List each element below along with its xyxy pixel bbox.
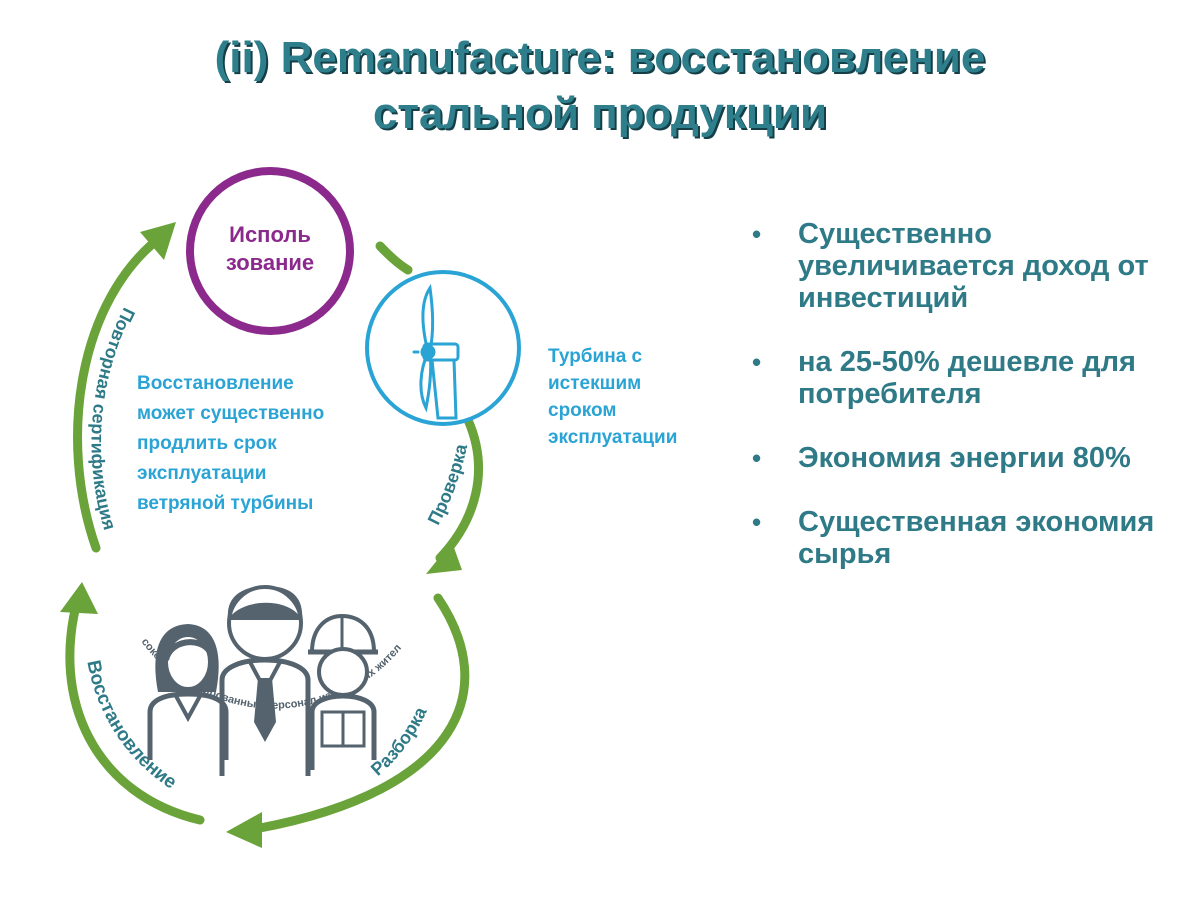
turbine-label-4: эксплуатации [548, 427, 677, 448]
center-text-1: Восстановление [137, 373, 294, 394]
wind-turbine-icon [412, 283, 460, 420]
benefit-text: Существенная экономия сырья [798, 506, 1155, 570]
benefit-text: на 25-50% дешевле для потребителя [798, 346, 1136, 410]
arrow-disassembly [255, 593, 470, 833]
arrow-restoration [65, 593, 205, 825]
center-text-5: ветряной турбины [137, 493, 313, 514]
people-icon-group [147, 585, 378, 776]
center-text: Восстановление может существенно продлит… [137, 373, 324, 514]
bullet-dot-icon: • [752, 347, 762, 377]
use-label-1: Исполь [229, 222, 311, 247]
bullet-dot-icon: • [752, 507, 762, 537]
benefit-item: • на 25-50% дешевле для потребителя [752, 346, 1192, 410]
benefit-text: Существенно увеличивается доход от инвес… [798, 218, 1149, 314]
center-text-4: эксплуатации [137, 463, 266, 484]
use-circle [186, 167, 354, 335]
bullet-dot-icon: • [752, 219, 762, 249]
arrowhead-disassembly [226, 812, 262, 848]
center-text-3: продлить срок [137, 433, 277, 454]
turbine-label-3: сроком [548, 400, 616, 421]
woman-icon [147, 624, 229, 760]
worker-icon [308, 613, 378, 770]
benefit-item: • Существенно увеличивается доход от инве… [752, 218, 1192, 314]
title-line-1: (ii) Remanufacture: восстановление [214, 33, 986, 82]
arrowhead-inspection [426, 542, 462, 574]
use-label-2: зование [226, 250, 314, 275]
arrowhead-restoration [60, 582, 98, 614]
arrow-use-to-turbine [375, 241, 413, 275]
man-icon [219, 585, 311, 776]
arrow-recertification [73, 231, 167, 553]
turbine-label-1: Турбина с [548, 346, 643, 367]
label-disassembly: Разборка [367, 703, 431, 780]
page-title: (ii) Remanufacture: восстановление сталь… [0, 30, 1200, 142]
arrowhead-recertification [140, 222, 176, 260]
arrowheads [60, 222, 462, 848]
center-text-2: может существенно [137, 403, 324, 424]
title-line-2: стальной продукции [372, 89, 828, 138]
benefit-item: • Существенная экономия сырья [752, 506, 1192, 570]
turbine-circle [365, 270, 521, 426]
bullet-dot-icon: • [752, 443, 762, 473]
turbine-label-2: истекшим [548, 373, 641, 394]
benefit-text: Экономия энергии 80% [798, 442, 1131, 474]
label-staff: Высококвалифицированный персонал из мест… [0, 0, 404, 712]
benefits-list: • Существенно увеличивается доход от инве… [752, 218, 1192, 602]
benefit-item: • Экономия энергии 80% [752, 442, 1192, 474]
